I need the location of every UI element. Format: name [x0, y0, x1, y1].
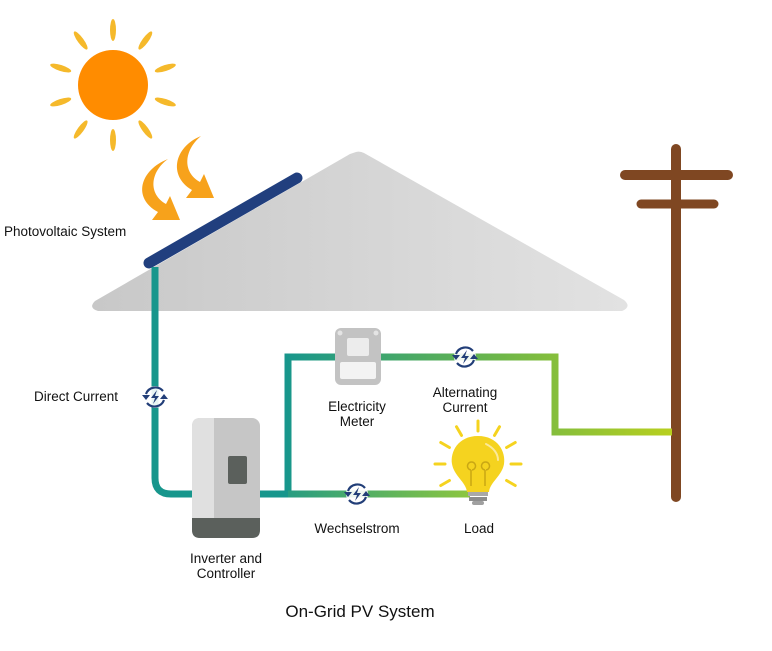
sun-rays [50, 19, 176, 151]
label-alternating-current-line1: Alternating [432, 385, 498, 400]
sun-ray [73, 120, 88, 139]
current-cycle-icon-ac [452, 346, 478, 368]
solar-panel-icon [143, 172, 303, 269]
bulb-ray [493, 425, 501, 437]
curved-arrow-2 [176, 136, 214, 198]
sun-icon [50, 19, 176, 151]
label-electricity-meter-line2: Meter [339, 414, 375, 429]
house-roof-icon [92, 151, 628, 311]
wires [151, 267, 672, 498]
diagram-title: On-Grid PV System [285, 602, 435, 621]
sun-ray [154, 63, 176, 73]
curved-arrow-icon [142, 136, 214, 220]
inverter-icon [192, 418, 260, 538]
label-alternating-current: Alternating Current [433, 385, 498, 415]
label-inverter-line2: Controller [196, 566, 256, 581]
label-alternating-current-line2: Current [442, 400, 488, 415]
sun-ray [73, 31, 88, 50]
sun-ray [50, 63, 72, 73]
label-load: Load [463, 521, 495, 536]
meter-icon [335, 328, 381, 385]
label-electricity-meter-line1: Electricity [328, 399, 386, 414]
bulb-ray [455, 425, 463, 437]
sun-ray [154, 97, 176, 107]
current-cycle-icon-wechselstrom [344, 483, 370, 505]
sun-ray [110, 129, 116, 151]
label-wechselstrom: Wechselstrom [314, 521, 400, 536]
current-cycle-icon-dc [142, 386, 168, 408]
bulb-ray [439, 441, 451, 449]
label-inverter-line1: Inverter and [189, 551, 263, 566]
sun-ray [138, 31, 153, 50]
utility-pole-icon [620, 144, 733, 502]
label-direct-current: Direct Current [34, 389, 119, 404]
light-bulb-icon [433, 419, 523, 505]
sun-ray [138, 120, 153, 139]
label-inverter: Inverter and Controller [190, 551, 262, 581]
bulb-ray [439, 479, 451, 487]
bulb-ray [505, 441, 517, 449]
label-electricity-meter: Electricity Meter [328, 399, 386, 429]
sun-disc [78, 50, 148, 120]
sun-ray [110, 19, 116, 41]
ac-wire-to-meter-and-grid [258, 353, 672, 498]
sun-ray [50, 97, 72, 107]
label-photovoltaic-system: Photovoltaic System [4, 224, 127, 239]
dc-wire [151, 267, 195, 498]
bulb-ray [505, 479, 517, 487]
curved-arrow-1 [142, 159, 180, 220]
